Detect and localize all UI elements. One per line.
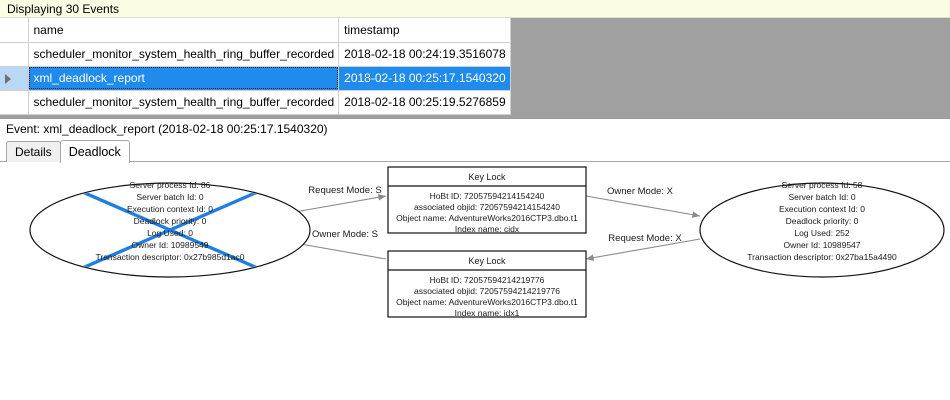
surviving-line-1: Server batch Id: 0 [788, 192, 855, 202]
surviving-line-5: Owner Id: 10989547 [783, 240, 860, 250]
deadlock-graph-svg[interactable]: Request Mode: S Owner Mode: X Owner Mode… [0, 163, 950, 400]
events-grid-container[interactable]: name timestamp scheduler_monitor_system_… [0, 18, 950, 119]
edge-label-request-mode-s: Request Mode: S [308, 185, 381, 196]
grid-header-selector [0, 18, 29, 43]
surviving-line-2: Execution context Id: 0 [779, 204, 865, 214]
resource-0-line-1: associated objid: 72057594214154240 [414, 202, 560, 212]
resource-0-line-2: Object name: AdventureWorks2016CTP3.dbo.… [396, 213, 578, 223]
detail-tabstrip: Details Deadlock [0, 140, 950, 163]
row-selector-cell[interactable] [0, 66, 29, 91]
events-grid[interactable]: name timestamp scheduler_monitor_system_… [0, 18, 511, 115]
edge-owner-mode-x: Owner Mode: X [585, 186, 701, 218]
victim-line-6: Transaction descriptor: 0x27b985d1ac0 [96, 252, 245, 262]
edge-label-request-mode-x: Request Mode: X [608, 233, 682, 244]
deadlock-graph-canvas[interactable]: Request Mode: S Owner Mode: X Owner Mode… [0, 162, 950, 400]
resource-0-line-3: Index name: cidx [455, 224, 520, 234]
grid-header-row: name timestamp [0, 18, 511, 43]
resource-1-line-1: associated objid: 72057594214219776 [414, 286, 560, 296]
victim-line-4: Log Used: 0 [147, 228, 193, 238]
victim-line-2: Execution context Id: 0 [127, 204, 213, 214]
resource-1-title: Key Lock [468, 256, 506, 266]
resource-node-key-lock-idx1[interactable]: Key Lock HoBt ID: 72057594214219776 asso… [387, 250, 587, 318]
victim-line-1: Server batch Id: 0 [136, 192, 203, 202]
surviving-line-0: Server process Id: 58 [782, 180, 863, 190]
cell-timestamp[interactable]: 2018-02-18 00:25:17.1540320 [338, 66, 511, 91]
resource-1-line-3: Index name: idx1 [455, 308, 520, 318]
edge-label-owner-mode-x: Owner Mode: X [607, 186, 674, 197]
tab-deadlock[interactable]: Deadlock [59, 140, 130, 163]
surviving-process-node[interactable]: Server process Id: 58 Server batch Id: 0… [699, 180, 945, 278]
cell-name[interactable]: scheduler_monitor_system_health_ring_buf… [28, 42, 340, 67]
table-row[interactable]: scheduler_monitor_system_health_ring_buf… [0, 42, 511, 67]
event-detail-title: Event: xml_deadlock_report (2018-02-18 0… [6, 122, 328, 136]
event-detail-header: Event: xml_deadlock_report (2018-02-18 0… [0, 119, 950, 140]
grid-header-name[interactable]: name [28, 18, 340, 43]
victim-cross-icon [47, 184, 293, 276]
table-row-selected[interactable]: xml_deadlock_report 2018-02-18 00:25:17.… [0, 66, 511, 91]
grid-header-timestamp[interactable]: timestamp [338, 18, 511, 43]
resource-node-key-lock-cidx[interactable]: Key Lock HoBt ID: 72057594214154240 asso… [387, 166, 587, 234]
victim-line-5: Owner Id: 10989549 [131, 240, 208, 250]
cell-name[interactable]: xml_deadlock_report [28, 66, 340, 91]
victim-line-3: Deadlock priority: 0 [134, 216, 207, 226]
cell-name[interactable]: scheduler_monitor_system_health_ring_buf… [28, 90, 340, 115]
tab-deadlock-label: Deadlock [68, 145, 121, 159]
resource-1-line-0: HoBt ID: 72057594214219776 [430, 275, 545, 285]
surviving-line-6: Transaction descriptor: 0x27ba15a4490 [747, 252, 897, 262]
cell-timestamp[interactable]: 2018-02-18 00:24:19.3516078 [338, 42, 511, 67]
tab-details[interactable]: Details [6, 141, 61, 162]
row-selector-cell[interactable] [0, 90, 29, 115]
tab-details-label: Details [15, 145, 52, 159]
events-count-banner: Displaying 30 Events [0, 0, 950, 18]
victim-process-node[interactable]: Server process Id: 86 Server batch Id: 0… [29, 177, 311, 283]
row-selector-cell[interactable] [0, 42, 29, 67]
resource-0-title: Key Lock [468, 172, 506, 182]
table-row[interactable]: scheduler_monitor_system_health_ring_buf… [0, 90, 511, 115]
resource-0-line-0: HoBt ID: 72057594214154240 [430, 191, 545, 201]
edge-label-owner-mode-s: Owner Mode: S [312, 229, 378, 240]
victim-line-0: Server process Id: 86 [130, 180, 211, 190]
edge-request-mode-x: Request Mode: X [585, 233, 701, 261]
row-selector-arrow-icon [5, 73, 11, 84]
surviving-line-4: Log Used: 252 [794, 228, 850, 238]
cell-timestamp[interactable]: 2018-02-18 00:25:19.5276859 [338, 90, 511, 115]
surviving-line-3: Deadlock priority: 0 [786, 216, 859, 226]
events-count-label: Displaying 30 Events [7, 2, 120, 16]
resource-1-line-2: Object name: AdventureWorks2016CTP3.dbo.… [396, 297, 578, 307]
